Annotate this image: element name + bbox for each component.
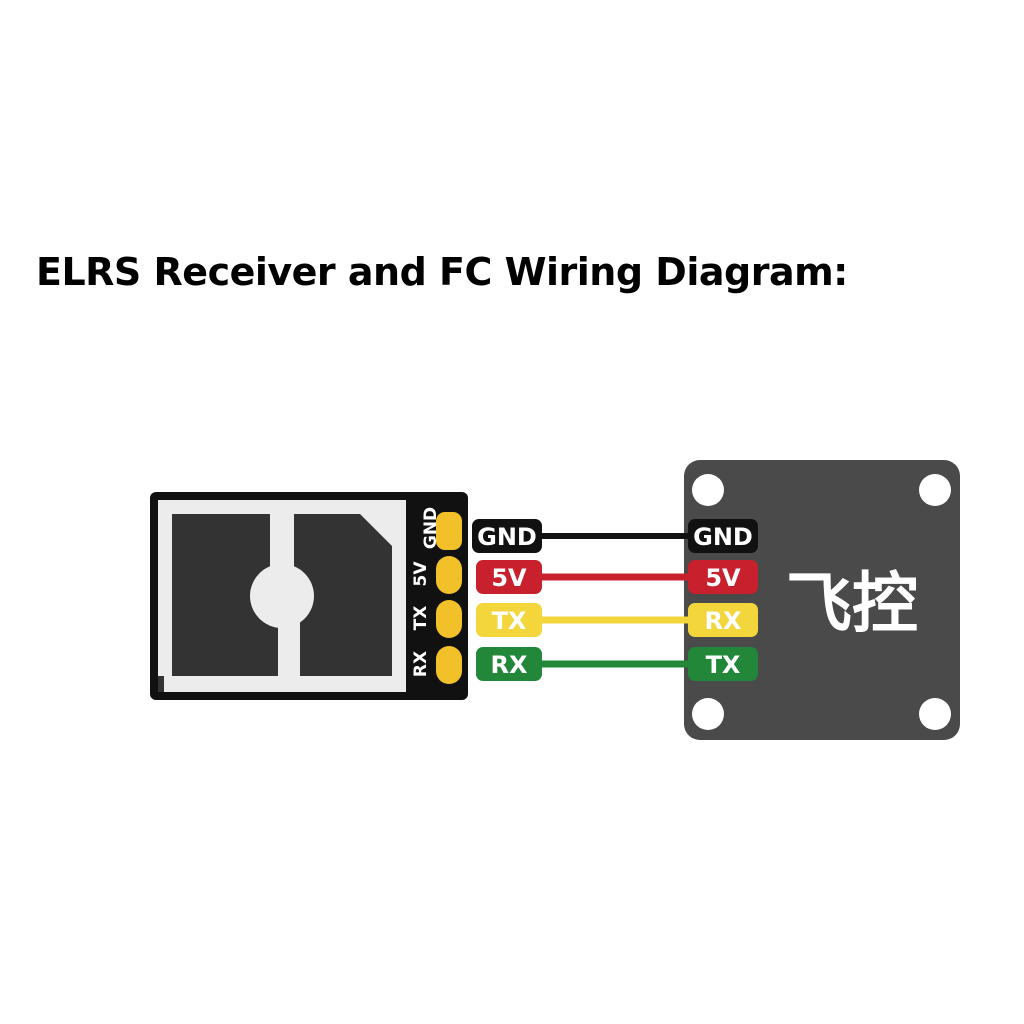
fc-mount-hole-bl [692,698,724,730]
receiver-antenna-gap [158,676,164,692]
label-box-receiver-tx [476,603,542,637]
elrs-receiver: GND 5V TX RX [150,492,468,700]
fc-mount-hole-tr [919,474,951,506]
fc-mount-hole-tl [692,474,724,506]
label-box-fc-tx [688,647,758,681]
label-box-receiver-gnd [472,519,542,553]
label-box-receiver-rx [476,647,542,681]
receiver-pad-gnd [436,512,462,550]
label-box-fc-5v [688,560,758,594]
label-box-fc-rx [688,603,758,637]
label-receiver-5v: 5V [491,564,527,592]
receiver-antenna-pattern-right [294,514,392,676]
fc-mount-hole-br [919,698,951,730]
label-fc-tx: TX [706,651,741,679]
receiver-pad-5v [436,556,462,594]
receiver-labels: GND 5V TX RX [472,519,542,681]
receiver-pin-5v: 5V [411,561,431,587]
receiver-pin-rx: RX [411,651,431,677]
wires [540,533,692,668]
label-box-receiver-5v [476,560,542,594]
label-fc-rx: RX [705,607,742,635]
flight-controller: 飞控 [684,460,960,740]
fc-title: 飞控 [786,565,918,642]
label-fc-5v: 5V [705,564,741,592]
receiver-chip [250,564,314,628]
label-receiver-gnd: GND [477,523,537,551]
receiver-pad-tx [436,600,462,638]
label-fc-gnd: GND [693,523,753,551]
label-receiver-tx: TX [492,607,527,635]
receiver-pin-tx: TX [411,606,431,631]
fc-labels: GND 5V RX TX [688,519,758,681]
label-box-fc-gnd [688,519,758,553]
page-title: ELRS Receiver and FC Wiring Diagram: [36,250,848,294]
receiver-antenna-pattern [172,514,278,676]
receiver-pad-rx [436,646,462,684]
label-receiver-rx: RX [491,651,528,679]
